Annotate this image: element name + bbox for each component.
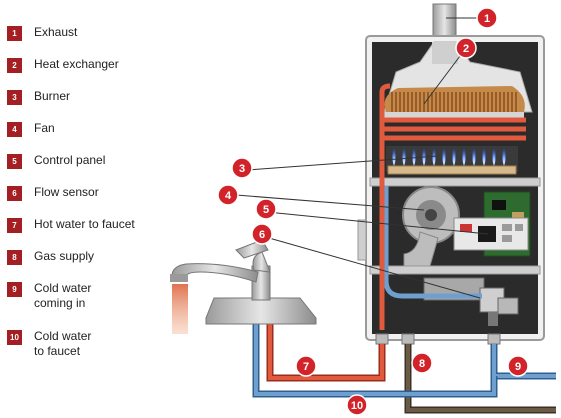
callout-number: 2	[463, 43, 469, 55]
hot-connector	[376, 334, 388, 344]
callout-number: 3	[239, 163, 245, 175]
water-stream	[172, 284, 188, 334]
callout-10: 10	[347, 395, 367, 415]
callout-number: 9	[515, 361, 521, 373]
hood-neck	[432, 42, 458, 64]
cold-connector	[488, 334, 500, 344]
burner	[386, 146, 518, 174]
heat-exchanger	[380, 86, 526, 138]
callout-1: 1	[477, 8, 497, 28]
callout-8: 8	[412, 353, 432, 373]
side-bracket	[358, 220, 366, 260]
callout-2: 2	[456, 38, 476, 58]
callout-number: 8	[419, 358, 425, 370]
callout-7: 7	[296, 356, 316, 376]
callout-number: 5	[263, 204, 269, 216]
callout-4: 4	[218, 185, 238, 205]
callout-3: 3	[232, 158, 252, 178]
shelf-lower	[370, 266, 540, 274]
callout-number: 10	[351, 400, 363, 412]
gas-connector	[402, 334, 414, 344]
faucet	[170, 240, 316, 324]
callout-5: 5	[256, 199, 276, 219]
callout-number: 7	[303, 361, 309, 373]
callout-number: 6	[259, 229, 265, 241]
shelf-upper	[370, 178, 540, 186]
callout-6: 6	[252, 224, 272, 244]
callout-9: 9	[508, 356, 528, 376]
callout-number: 1	[484, 13, 490, 25]
callout-number: 4	[225, 190, 232, 202]
